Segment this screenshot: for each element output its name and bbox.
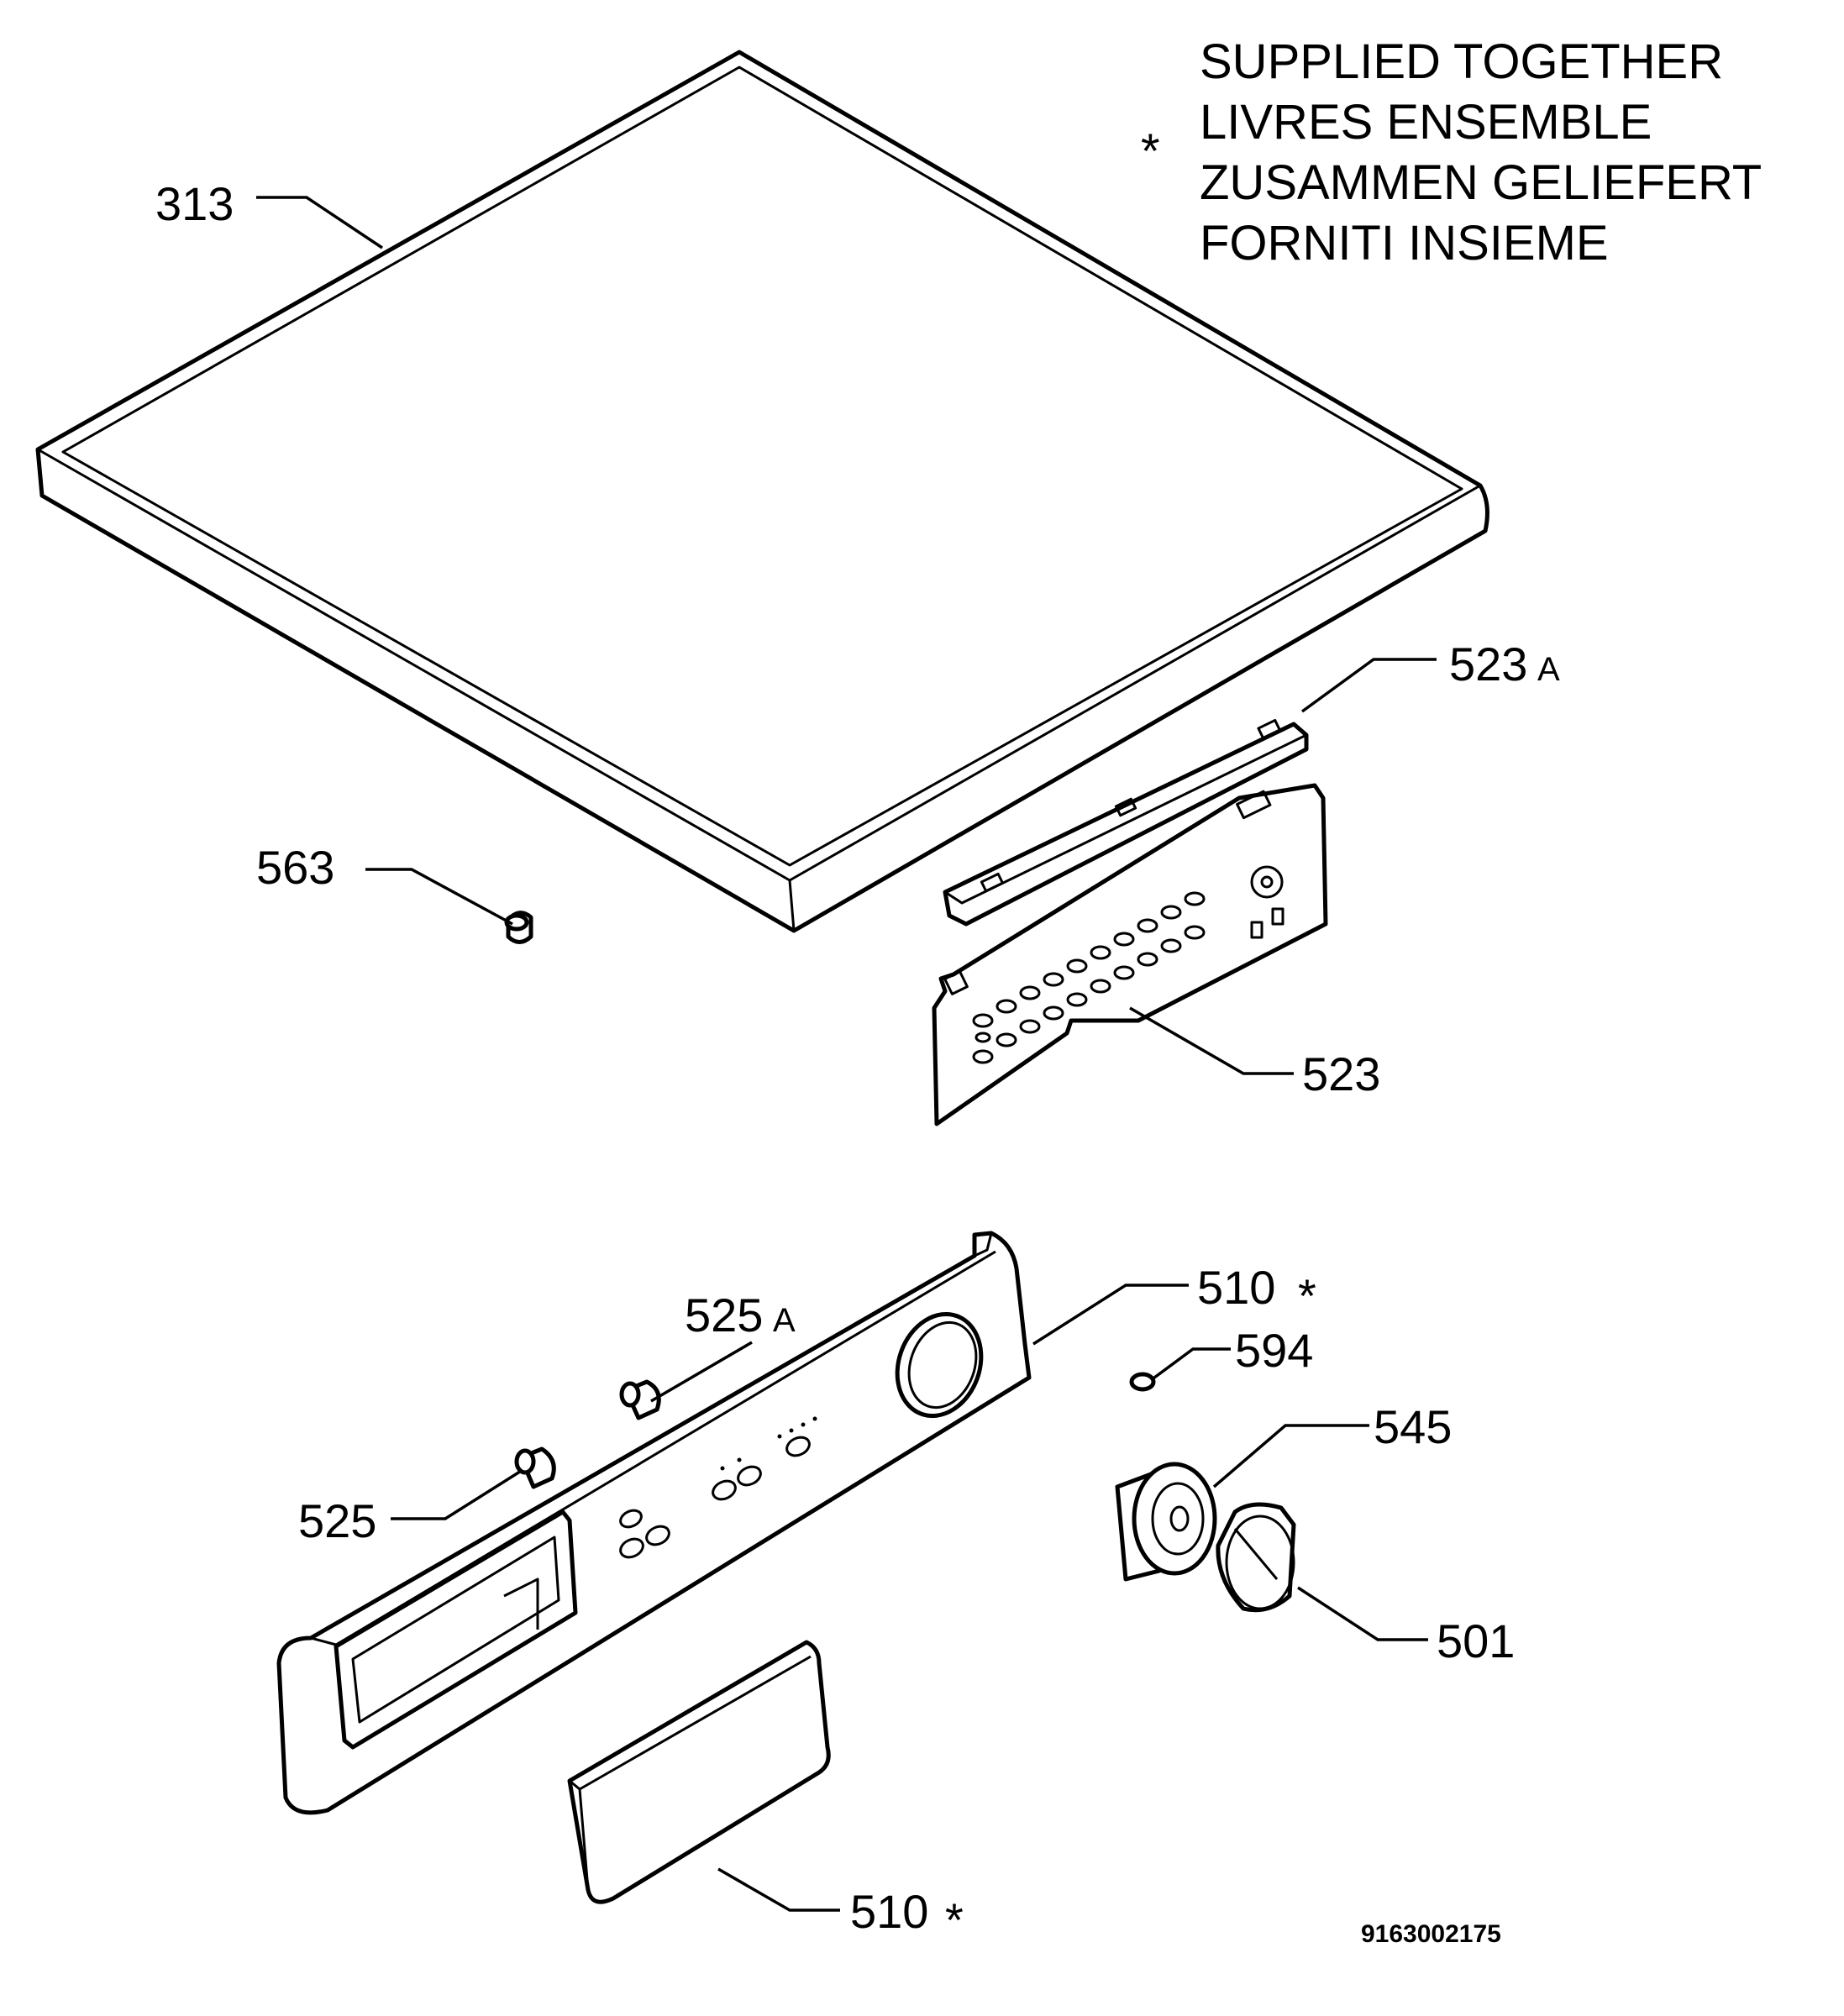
part-523-control-board xyxy=(932,783,1328,1126)
label-510-panel: 510 xyxy=(1197,1261,1275,1314)
label-563: 563 xyxy=(256,841,334,894)
part-number-labels: 313 523 A 563 523 510 * 525 A 594 545 52… xyxy=(155,177,1560,1946)
part-523a-bracket-rail xyxy=(943,718,1309,927)
label-523a-suffix: A xyxy=(1537,651,1560,688)
part-545-programme-selector xyxy=(1115,1462,1217,1582)
label-523: 523 xyxy=(1302,1047,1380,1100)
leader-lines xyxy=(256,196,1437,1912)
label-523a: 523 xyxy=(1449,638,1527,690)
legend-line-4: FORNITI INSIEME xyxy=(1200,216,1609,270)
legend-line-2: LIVRES ENSEMBLE xyxy=(1200,95,1652,150)
part-594-clip xyxy=(1129,1372,1156,1392)
legend-asterisk: * xyxy=(1141,124,1160,179)
label-525a-suffix: A xyxy=(773,1302,796,1339)
label-594: 594 xyxy=(1235,1324,1313,1377)
legend-line-1: SUPPLIED TOGETHER xyxy=(1200,34,1723,89)
part-501-knob xyxy=(1216,1502,1296,1613)
part-525-indicator-lens xyxy=(514,1446,556,1489)
label-313: 313 xyxy=(155,177,234,230)
part-313-top-cover xyxy=(35,50,1489,933)
board-perforations xyxy=(972,891,1206,1064)
legend-line-3: ZUSAMMEN GELIEFERT xyxy=(1200,155,1762,210)
label-510-drawer: 510 xyxy=(850,1885,928,1938)
part-563-plug xyxy=(504,911,533,944)
label-501: 501 xyxy=(1437,1614,1515,1667)
label-525: 525 xyxy=(298,1494,376,1547)
label-510-panel-mark: * xyxy=(1298,1269,1316,1322)
label-545: 545 xyxy=(1374,1400,1452,1453)
supplied-together-legend: * SUPPLIED TOGETHER LIVRES ENSEMBLE ZUSA… xyxy=(1141,34,1762,270)
part-525a-indicator-lens xyxy=(619,1379,661,1420)
part-510-drawer-front xyxy=(567,1640,831,1904)
label-510-drawer-mark: * xyxy=(945,1893,964,1946)
label-525a: 525 xyxy=(685,1289,763,1341)
part-510-control-panel xyxy=(276,1231,1032,1815)
drawing-reference-number: 9163002175 xyxy=(1361,1920,1501,1948)
